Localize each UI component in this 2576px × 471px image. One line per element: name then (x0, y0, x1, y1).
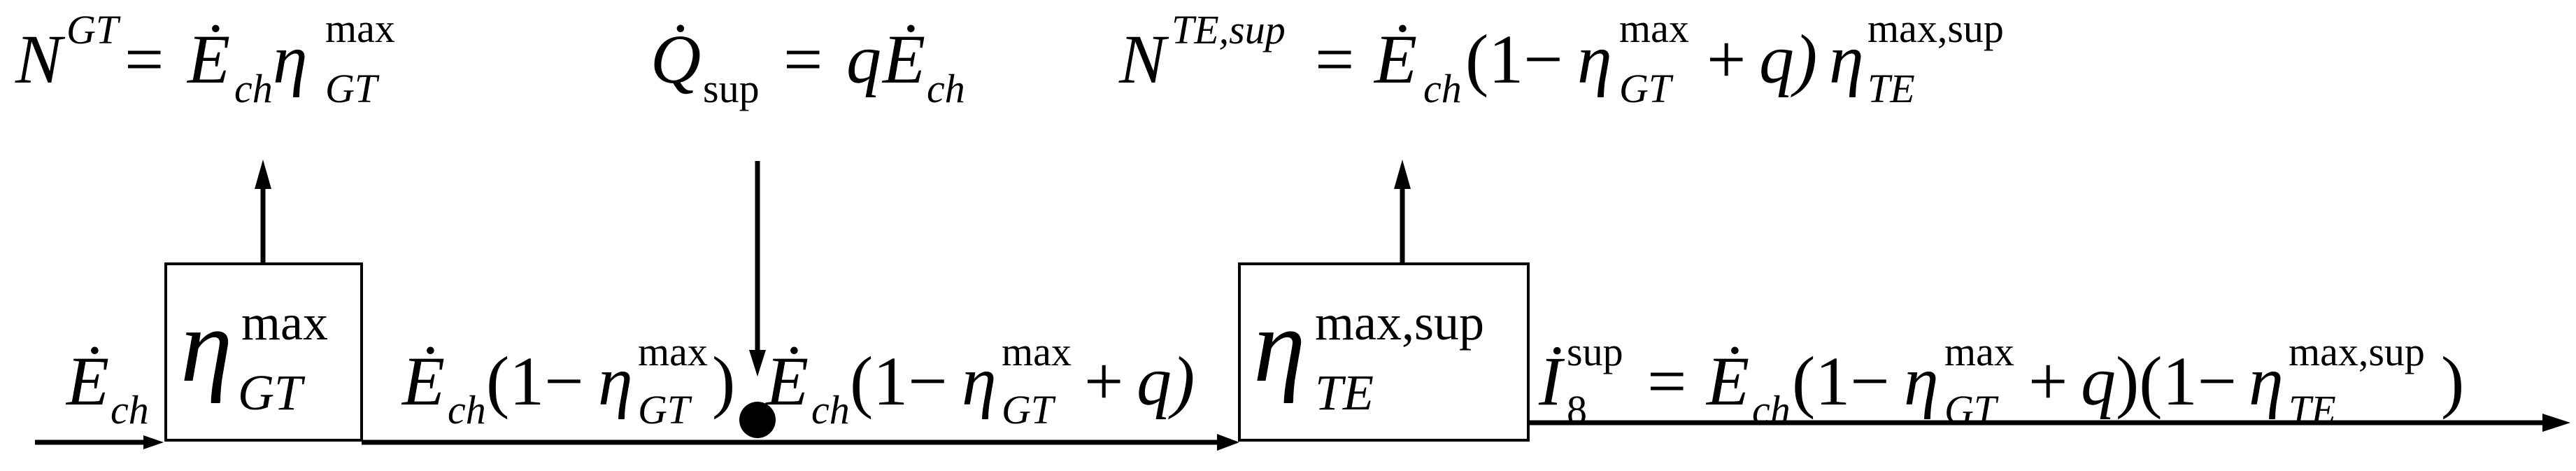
svg-text:+: + (1707, 20, 1746, 98)
mixing-node (739, 402, 776, 438)
svg-text:ch: ch (1752, 387, 1791, 433)
svg-text:TE,sup: TE,sup (1172, 7, 1286, 52)
svg-text:max: max (638, 329, 708, 374)
svg-text:ch: ch (448, 387, 486, 433)
svg-text:η: η (1577, 20, 1612, 98)
svg-text:=: = (1315, 20, 1354, 98)
gt-eta-superscript: max (241, 295, 328, 351)
supplementary-heat-formula: Q̇ sup = q Ė ch (650, 20, 965, 111)
svg-text:N: N (15, 20, 66, 98)
svg-text:Q̇: Q̇ (650, 20, 701, 98)
exhaust-flow-arrowhead (2542, 414, 2570, 432)
svg-text:ch: ch (234, 66, 273, 111)
input-flow-label: Ė ch (65, 342, 149, 433)
exhaust-flow-label: İ sup 8 = Ė ch (1− η max GT + q )(1− η m… (1538, 329, 2464, 433)
svg-text:(1−: (1− (1792, 342, 1890, 420)
svg-text:+: + (1084, 342, 1123, 420)
svg-text:ch: ch (1423, 66, 1462, 111)
svg-text:Ė: Ė (1373, 20, 1417, 98)
svg-text:max: max (325, 6, 395, 51)
svg-text:η: η (1829, 20, 1864, 98)
svg-text:q: q (2081, 342, 2116, 420)
svg-text:η: η (1904, 342, 1939, 420)
svg-text:)(1−: )(1− (2116, 342, 2237, 420)
svg-text:ch: ch (927, 66, 965, 111)
svg-text:GT: GT (1944, 387, 1999, 433)
te-power-arrowhead (1394, 160, 1411, 189)
svg-text:(1−: (1− (486, 342, 584, 420)
svg-text:max: max (1002, 329, 1072, 374)
svg-text:GT: GT (1002, 387, 1056, 433)
svg-text:TE: TE (2289, 387, 2336, 433)
svg-text:q): q) (1137, 342, 1195, 420)
svg-text:TE: TE (1867, 66, 1915, 111)
flow-lines (35, 160, 2570, 451)
svg-text:=: = (1647, 342, 1686, 420)
svg-text:Ė: Ė (764, 342, 809, 420)
svg-text:): ) (2441, 342, 2464, 420)
gt-power-arrowhead (255, 160, 271, 189)
input-flow-arrowhead (143, 435, 164, 449)
svg-text:Ė: Ė (401, 342, 445, 420)
svg-text:8: 8 (1567, 387, 1587, 433)
svg-text:Ė: Ė (65, 342, 109, 420)
svg-text:ch: ch (111, 387, 149, 433)
svg-text:=: = (124, 20, 164, 98)
svg-text:η: η (2249, 342, 2284, 420)
te-eta-symbol: η (1253, 288, 1305, 404)
gt-eta-symbol: η (180, 288, 232, 404)
gt-eta-subscript: GT (238, 365, 306, 421)
supplementary-heat-arrowhead (749, 350, 766, 377)
svg-text:q): q) (1759, 20, 1817, 98)
svg-text:): ) (712, 342, 735, 420)
svg-text:η: η (598, 342, 633, 420)
svg-text:max,sup: max,sup (1867, 6, 2004, 51)
svg-text:(1−: (1− (850, 342, 948, 420)
svg-text:sup: sup (1567, 329, 1623, 374)
turbo-expander-box (1238, 262, 1530, 442)
svg-text:GT: GT (66, 7, 121, 52)
svg-text:=: = (783, 20, 823, 98)
svg-text:η: η (180, 288, 232, 404)
svg-text:Ė: Ė (186, 20, 230, 98)
svg-text:GT: GT (325, 66, 380, 111)
svg-text:q: q (846, 20, 881, 98)
te-eta-superscript: max,sup (1315, 295, 1484, 351)
svg-text:N: N (1118, 20, 1169, 98)
svg-text:η: η (273, 20, 308, 98)
gas-turbine-box (164, 262, 363, 442)
te-power-formula: N TE,sup = Ė ch (1− η max GT + q) η max,… (1118, 6, 2004, 111)
svg-text:sup: sup (703, 66, 760, 111)
svg-text:max: max (1944, 329, 2014, 374)
svg-text:GT: GT (1619, 66, 1674, 111)
svg-text:+: + (2028, 342, 2068, 420)
after-mix-flow-label: Ė ch (1− η max GT + q) (764, 329, 1195, 433)
svg-text:η: η (962, 342, 997, 420)
svg-text:İ: İ (1538, 342, 1565, 420)
gas-turbine-block: η max GT (164, 262, 363, 442)
gt-power-formula: N GT = Ė ch η max GT (15, 6, 395, 111)
svg-text:max: max (1619, 6, 1689, 51)
svg-text:GT: GT (638, 387, 692, 433)
svg-text:Ė: Ė (881, 20, 925, 98)
svg-text:(1−: (1− (1465, 20, 1563, 98)
svg-text:Ė: Ė (1705, 342, 1749, 420)
te-eta-subscript: TE (1315, 365, 1374, 421)
svg-text:max,sup: max,sup (2289, 329, 2425, 374)
after-gt-flow-label: Ė ch (1− η max GT ) (401, 329, 735, 433)
svg-text:ch: ch (811, 387, 850, 433)
turbo-expander-block: η max,sup TE (1238, 262, 1530, 442)
main-flow-arrowhead (1217, 434, 1239, 451)
